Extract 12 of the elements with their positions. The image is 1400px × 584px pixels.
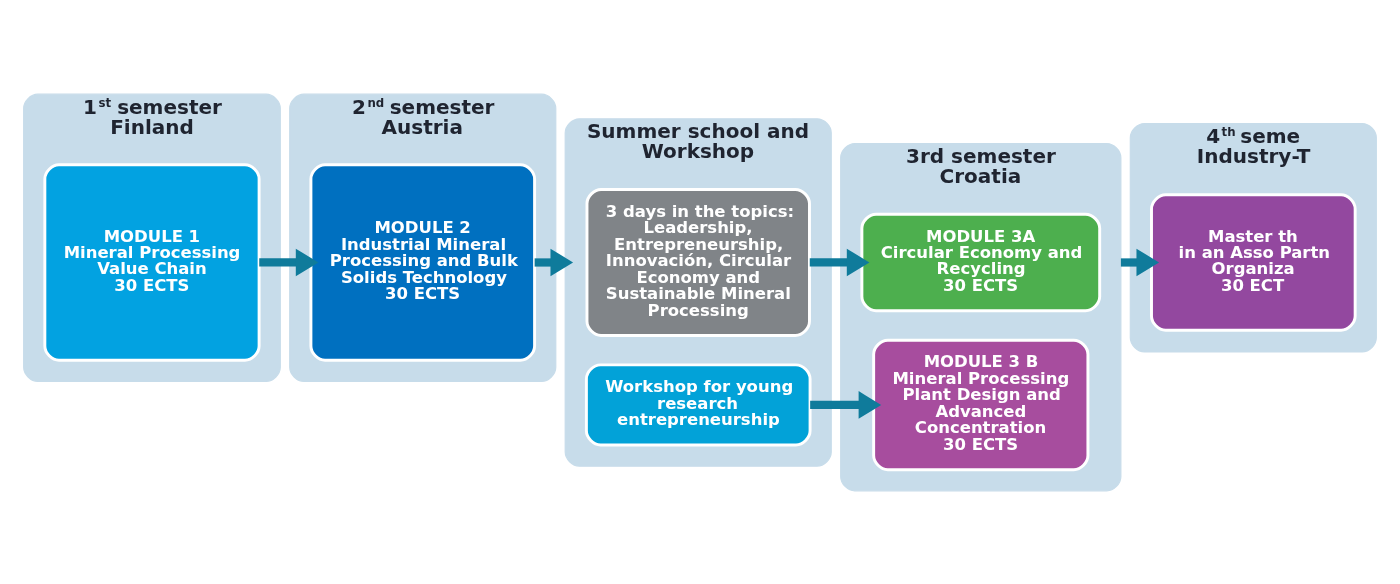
node-box: MODULE 3 B Mineral Processing Plant Design and Advanced Concentration 30 ECTS (872, 338, 1090, 471)
arrow (534, 248, 574, 276)
arrow (810, 390, 882, 419)
node-box: Workshop for young research entrepreneurship (584, 362, 812, 446)
node-box: Master th in an Asso Partn Organiza 30 ECT (1150, 192, 1357, 332)
node-box: MODULE 2 Industrial Mineral Processing and Bulk Solids Technology 30 ECTS (309, 162, 537, 362)
arrow (259, 248, 319, 276)
arrow (809, 248, 870, 276)
node-box: 3 days in the topics: Leadership, Entrepreneurship, Innovación, Circular Economy and Sustainable Mineral Processing (585, 187, 811, 337)
node-box: MODULE 3A Circular Economy and Recycling 30 ECTS (860, 212, 1102, 312)
arrow (1120, 248, 1160, 276)
node-box: MODULE 1 Mineral Processing Value Chain 30 ECTS (43, 162, 261, 362)
